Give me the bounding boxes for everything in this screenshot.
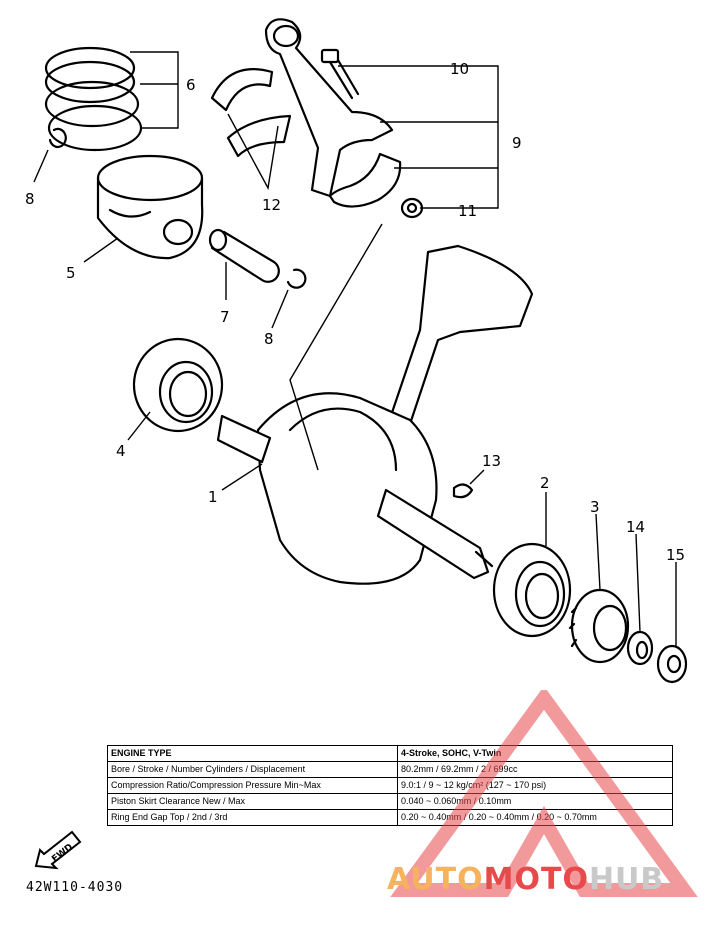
drive-gear (568, 588, 630, 664)
connecting-rod (264, 18, 402, 208)
callout-7: 7 (220, 308, 230, 326)
woodruff-key (452, 483, 474, 499)
piston-pin (208, 228, 280, 283)
spec-key: Ring End Gap Top / 2nd / 3rd (107, 809, 398, 826)
callout-labels: 6 8 5 7 8 12 10 9 11 4 1 13 2 3 14 15 (25, 60, 685, 564)
circlip-upper (48, 127, 67, 149)
fwd-arrow-icon: FWD (34, 830, 82, 870)
spec-header-key: ENGINE TYPE (107, 745, 398, 762)
callout-15: 15 (666, 546, 685, 564)
piston (96, 154, 204, 260)
callout-8-upper: 8 (25, 190, 35, 208)
washer (626, 630, 654, 666)
circlip-lower (286, 268, 307, 289)
callout-6: 6 (186, 76, 196, 94)
callout-1: 1 (208, 488, 218, 506)
rod-bolt (320, 48, 360, 100)
leader-lines (33, 51, 677, 646)
watermark-auto: AUTO (387, 862, 484, 897)
callout-3: 3 (590, 498, 600, 516)
watermark-triangle-icon (390, 690, 698, 897)
crankshaft (216, 244, 534, 585)
callout-8-lower: 8 (264, 330, 274, 348)
spec-key: Bore / Stroke / Number Cylinders / Displ… (107, 761, 398, 778)
callout-2: 2 (540, 474, 550, 492)
callout-4: 4 (116, 442, 126, 460)
crank-nut (656, 644, 688, 684)
callout-11: 11 (458, 202, 477, 220)
rod-nut (400, 197, 424, 219)
spec-key: Compression Ratio/Compression Pressure M… (107, 777, 398, 794)
callout-14: 14 (626, 518, 645, 536)
bearing-right (492, 542, 572, 638)
spec-header-row: ENGINE TYPE 4-Stroke, SOHC, V-Twin (107, 745, 673, 762)
crank-pin-bearings (210, 68, 292, 158)
callout-9: 9 (512, 134, 522, 152)
callout-13: 13 (482, 452, 501, 470)
watermark-hub: HUB (588, 862, 665, 897)
callout-12: 12 (262, 196, 281, 214)
watermark-brand: AUTOMOTOHUB (387, 862, 664, 897)
watermark-moto: MOTO (483, 862, 589, 897)
callout-10: 10 (450, 60, 469, 78)
callout-5: 5 (66, 264, 76, 282)
piston-rings (44, 46, 143, 152)
spec-key: Piston Skirt Clearance New / Max (107, 793, 398, 810)
diagram-part-code: 42W110-4030 (26, 880, 124, 895)
bearing-left (132, 337, 224, 433)
